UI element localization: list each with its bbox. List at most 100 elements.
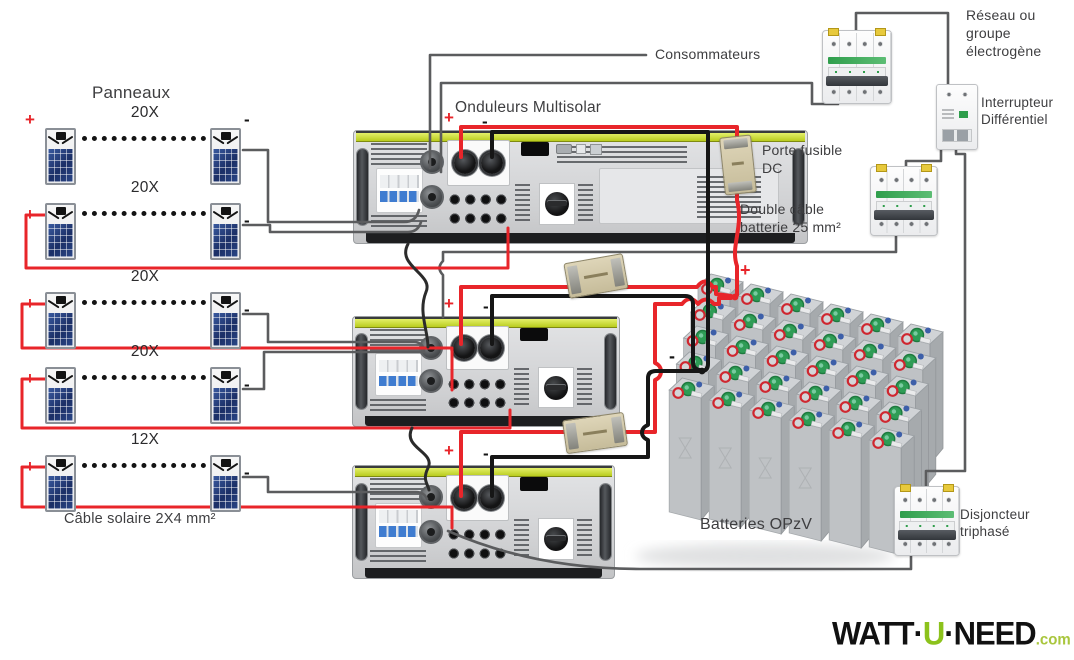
logo-dot: ·	[944, 615, 954, 652]
io-ports	[556, 144, 602, 156]
plus-label: +	[25, 294, 36, 313]
differential-switch	[936, 84, 978, 150]
grid-label-line3: électrogène	[966, 43, 1042, 59]
wattuneed-logo: WATT·U·NEED.com	[832, 615, 1071, 652]
inverter-base	[366, 233, 795, 243]
diff-indicator	[959, 110, 968, 118]
vent-grille	[514, 518, 529, 557]
inverter-2	[352, 316, 620, 427]
battery-terminal	[453, 336, 475, 359]
string-count: 12X	[130, 431, 160, 448]
din-connector-icon	[419, 369, 443, 394]
breaker-toggle-bar	[825, 76, 889, 87]
handle-icon	[605, 334, 616, 409]
display	[520, 477, 548, 491]
vent-grille	[371, 143, 427, 167]
battery-terminal-panel	[447, 139, 510, 186]
battery-terminal	[453, 486, 475, 509]
vent-grille	[370, 328, 426, 352]
battery-cable-label-line2: batterie 25 mm²	[740, 219, 842, 235]
handle-icon	[793, 148, 804, 226]
inverter-base	[365, 568, 602, 578]
battery-terminal	[480, 486, 502, 509]
dc-fuse-holder	[719, 134, 757, 196]
inverter1-minus: -	[482, 112, 488, 131]
dc-breaker-icon	[375, 352, 422, 397]
battery-shadow	[635, 543, 895, 569]
vent-grille	[370, 478, 426, 502]
solar-panel-icon	[45, 292, 76, 349]
solar-panel-icon	[45, 367, 76, 424]
ac-terminal-grid	[447, 190, 509, 229]
battery-cable-label-line1: Double câble	[740, 201, 825, 217]
fuse-holder-label: Porte fusible DC	[762, 141, 842, 177]
grid-label-line1: Réseau ou	[966, 7, 1036, 23]
pv-string-row: 20X + -	[25, 179, 250, 260]
display	[520, 327, 548, 341]
solar-panel-icon	[210, 128, 241, 185]
handle-icon	[357, 148, 368, 226]
vent-grille	[578, 183, 593, 222]
din-connector-icon	[420, 184, 444, 209]
vent-grille	[370, 550, 426, 565]
battery-minus-label: -	[669, 346, 676, 366]
dc-breaker-icon	[375, 502, 422, 548]
solar-cable-label: Câble solaire 2X4 mm²	[64, 511, 216, 527]
dc-fuse-holder	[561, 411, 629, 455]
plus-label: +	[25, 457, 36, 476]
fuse-label-line2: DC	[762, 160, 783, 176]
breaker-brand-stripe	[828, 56, 886, 64]
ethernet-port-icon	[590, 144, 602, 156]
ac-terminal-grid	[446, 525, 508, 564]
batteries-title: Batteries OPzV	[700, 516, 813, 533]
plus-label: +	[25, 369, 36, 388]
din-connector-icon	[420, 150, 444, 175]
string-count: 20X	[130, 104, 160, 121]
vent-grille	[514, 368, 529, 406]
vent-grille	[370, 398, 426, 413]
rotary-switch-icon	[538, 367, 574, 409]
solar-panel-icon	[45, 455, 76, 512]
solar-panel-icon	[210, 292, 241, 349]
plus-label: +	[25, 110, 36, 129]
battery-plus-label: +	[740, 260, 751, 280]
string-count: 20X	[130, 343, 160, 360]
series-dots	[82, 211, 206, 216]
vent-grille	[515, 183, 530, 222]
vga-port-icon	[556, 144, 572, 155]
dc-fuse-holder	[563, 253, 629, 299]
handle-icon	[600, 483, 611, 561]
logo-u: U	[922, 615, 945, 652]
vent-grille	[577, 368, 592, 406]
solar-panel-icon	[45, 203, 76, 260]
circuit-breaker-4p	[822, 28, 892, 104]
battery-terminal	[481, 151, 503, 174]
breaker-brand-stripe	[876, 191, 932, 199]
inverters-title: Onduleurs Multisolar	[455, 99, 602, 116]
minus-label: -	[244, 463, 250, 482]
inverter3-minus: -	[483, 444, 489, 463]
series-dots	[82, 136, 206, 141]
series-dots	[82, 300, 206, 305]
battery-minus-post	[698, 367, 706, 375]
string-count: 20X	[130, 268, 160, 285]
inverter2-plus: +	[444, 294, 455, 313]
rotary-switch-icon	[538, 517, 574, 560]
battery-cable-label: Double câble batterie 25 mm²	[740, 200, 841, 236]
series-dots	[82, 375, 206, 380]
breaker-brand-stripe	[900, 511, 954, 519]
triphase-label-line2: triphasé	[960, 524, 1010, 539]
din-connector-icon	[419, 335, 443, 360]
display	[521, 142, 549, 156]
usb-port-icon	[576, 144, 586, 155]
pv-string-row: 12X + -	[25, 431, 250, 512]
grid-label-line2: groupe	[966, 25, 1011, 41]
plus-label: +	[25, 205, 36, 224]
ac-terminal-grid	[446, 374, 508, 412]
battery-terminal	[454, 151, 476, 174]
battery-terminal-panel	[446, 325, 509, 371]
pv-string-row: 20X + -	[25, 104, 250, 185]
differential-label-line2: Différentiel	[981, 112, 1048, 127]
inverter1-plus: +	[444, 108, 455, 127]
